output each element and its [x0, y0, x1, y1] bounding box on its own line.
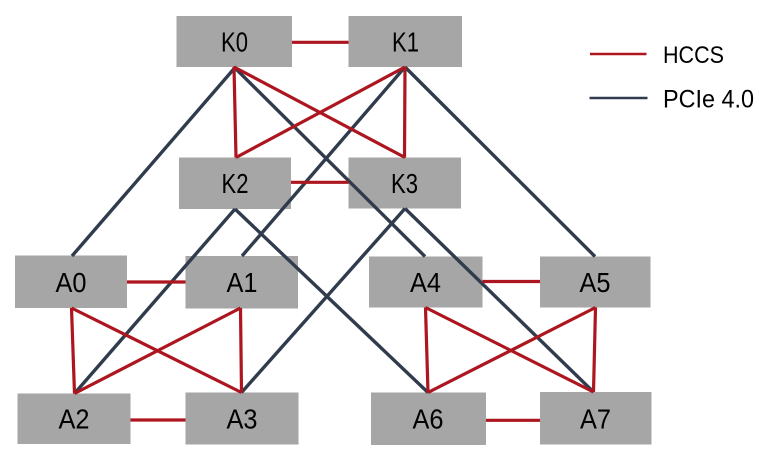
svg-text:A2: A2: [59, 403, 90, 434]
svg-text:A3: A3: [227, 403, 258, 434]
svg-text:K1: K1: [392, 27, 419, 58]
svg-text:A5: A5: [580, 267, 611, 298]
svg-text:PCIe 4.0: PCIe 4.0: [663, 85, 754, 113]
svg-text:A0: A0: [56, 267, 87, 298]
svg-text:K2: K2: [222, 168, 249, 199]
svg-text:A4: A4: [410, 267, 441, 298]
svg-text:A6: A6: [413, 403, 444, 434]
svg-text:A1: A1: [227, 267, 258, 298]
svg-text:K3: K3: [391, 168, 418, 199]
svg-text:K0: K0: [221, 27, 248, 58]
svg-text:A7: A7: [580, 403, 611, 434]
svg-text:HCCS: HCCS: [663, 42, 724, 69]
